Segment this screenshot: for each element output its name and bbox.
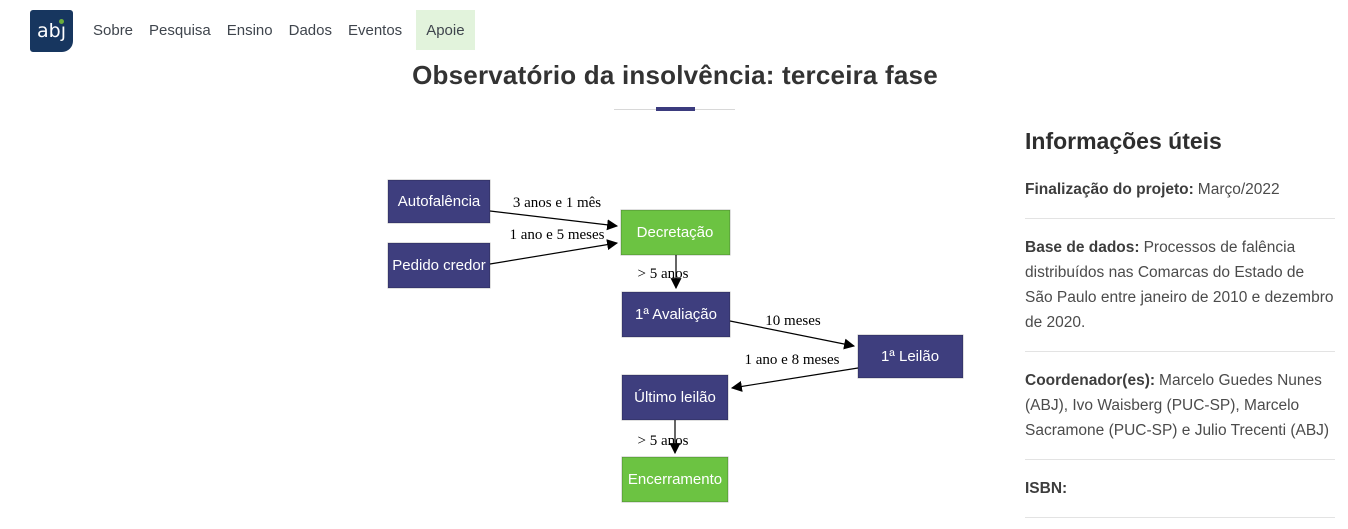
svg-text:Decretação: Decretação — [637, 224, 714, 241]
info-isbn: ISBN: — [1025, 476, 1335, 501]
page-title: Observatório da insolvência: terceira fa… — [412, 60, 938, 90]
logo-j-dot-icon — [59, 19, 64, 24]
info-finalizacao: Finalização do projeto:Março/2022 — [1025, 177, 1335, 202]
info-label: Finalização do projeto: — [1025, 181, 1194, 198]
node-encerramento: Encerramento — [621, 456, 729, 503]
nav-item-dados[interactable]: Dados — [288, 21, 332, 39]
info-value: Marcelo Guedes Nunes (ABJ), Ivo Waisberg… — [1025, 372, 1330, 439]
node-pedido-credor: Pedido credor — [387, 242, 491, 289]
svg-text:Autofalência: Autofalência — [398, 193, 481, 210]
nav-item-pesquisa[interactable]: Pesquisa — [149, 21, 211, 39]
svg-text:Pedido credor: Pedido credor — [392, 257, 485, 274]
main-nav: Sobre Pesquisa Ensino Dados Eventos Apoi… — [85, 10, 475, 50]
insolvency-flowchart: 3 anos e 1 mês 1 ano e 5 meses > 5 anos … — [387, 179, 964, 503]
sidebar-title: Informações úteis — [1025, 128, 1222, 154]
edge-avaliacao-leilao — [729, 320, 856, 350]
info-base-de-dados: Base de dados:Processos de falência dist… — [1025, 235, 1335, 335]
edge-label: > 5 anos — [638, 266, 689, 282]
edge-label: 1 ano e 5 meses — [510, 227, 605, 243]
info-value: Processos de falência distribuídos nas C… — [1025, 239, 1334, 331]
nav-item-sobre[interactable]: Sobre — [93, 21, 134, 39]
info-label: Base de dados: — [1025, 239, 1140, 256]
divider — [1025, 351, 1335, 352]
svg-text:Encerramento: Encerramento — [628, 471, 722, 488]
info-coordenadores: Coordenador(es):Marcelo Guedes Nunes (AB… — [1025, 368, 1335, 443]
info-value: Março/2022 — [1197, 181, 1280, 198]
edge-label: 1 ano e 8 meses — [745, 352, 840, 368]
flowchart-edge-labels: 3 anos e 1 mês 1 ano e 5 meses > 5 anos … — [510, 195, 840, 449]
divider — [1025, 517, 1335, 518]
edge-label: 10 meses — [765, 313, 821, 329]
nav-item-ensino[interactable]: Ensino — [226, 21, 273, 39]
node-autofalencia: Autofalência — [387, 179, 491, 224]
divider — [1025, 218, 1335, 219]
info-label: Coordenador(es): — [1025, 372, 1156, 389]
edge-pedidocredor-decretacao — [489, 239, 619, 265]
nav-item-apoie[interactable]: Apoie — [416, 10, 475, 50]
node-primeiro-leilao: 1ª Leilão — [857, 334, 964, 379]
svg-text:1ª Leilão: 1ª Leilão — [881, 348, 939, 365]
edge-label: 3 anos e 1 mês — [513, 195, 601, 211]
edge-autofalencia-decretacao — [489, 210, 619, 231]
info-label: ISBN: — [1025, 480, 1068, 497]
edge-label: > 5 anos — [638, 433, 689, 449]
logo-text-ab: ab — [37, 20, 61, 42]
title-rule-accent — [656, 107, 695, 111]
svg-text:Último leilão: Último leilão — [634, 389, 716, 406]
flowchart-edges — [489, 210, 859, 455]
edge-leilao-ultimoleilao — [730, 367, 859, 392]
node-ultimo-leilao: Último leilão — [621, 374, 729, 421]
logo-text-j: ȷ — [60, 20, 66, 42]
sidebar-informacoes-uteis: Informações úteis Finalização do projeto… — [1025, 128, 1335, 529]
divider — [1025, 459, 1335, 460]
svg-text:1ª Avaliação: 1ª Avaliação — [635, 306, 717, 323]
nav-item-eventos[interactable]: Eventos — [347, 21, 403, 39]
node-decretacao: Decretação — [620, 209, 731, 256]
node-primeira-avaliacao: 1ª Avaliação — [621, 291, 731, 338]
